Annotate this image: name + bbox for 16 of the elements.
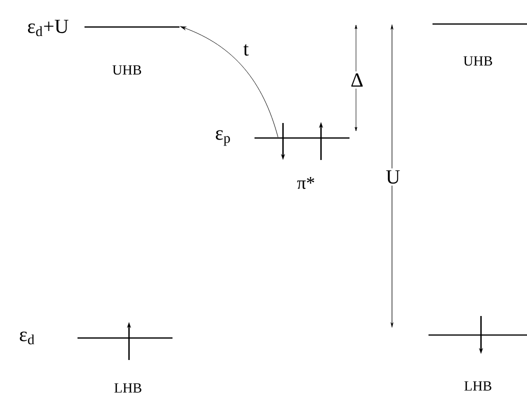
band-label: UHB [464,56,492,66]
energy-level-line [432,23,527,25]
band-label: UHB [112,65,142,75]
energy-level-line [78,337,172,339]
energy-level-line [254,137,350,139]
measure-label: Δ [351,73,363,87]
level-label: ε$_{d}$+U [28,20,68,36]
hopping-arrow [180,26,278,138]
band-label: LHB [464,381,492,391]
energy-level-line [428,334,527,336]
level-label: ε$_{p}$ [216,130,230,146]
edge-label: t [243,44,249,56]
level-label: ε$_{d}$ [20,332,34,344]
measure-label: U [386,170,400,184]
level-label: π* [297,177,314,189]
band-label: LHB [114,383,142,393]
